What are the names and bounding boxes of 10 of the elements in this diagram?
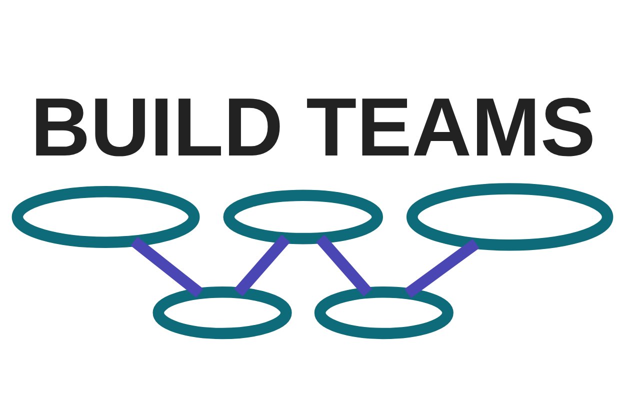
node-ellipse (223, 190, 383, 244)
connector (316, 234, 372, 296)
node-ellipse (152, 286, 292, 340)
diagram-title: BUILD TEAMS (30, 80, 596, 174)
connector (130, 236, 204, 298)
node-ellipse (314, 286, 454, 340)
node-ellipse (406, 183, 614, 251)
node-ellipse (12, 186, 200, 248)
connector (234, 234, 290, 296)
connector (404, 238, 480, 298)
